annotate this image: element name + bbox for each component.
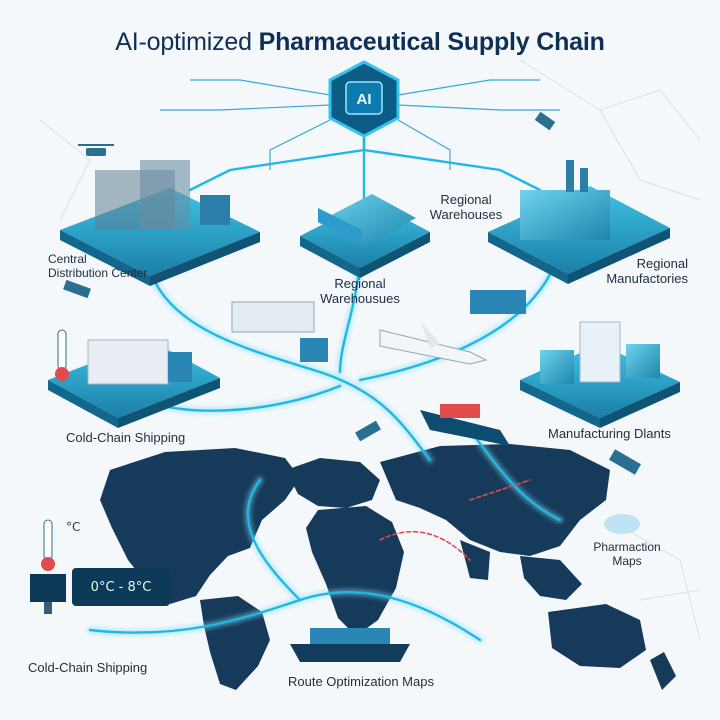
central-dc-label-line2: Distribution Center [48, 266, 147, 280]
pharmacion-maps-label: Pharmaction Maps [582, 540, 672, 568]
pharmacion-maps-line1: Pharmaction [582, 540, 672, 554]
regional-manufactories-label: Regional Manufactories [576, 256, 688, 286]
pharmacion-maps-line2: Maps [582, 554, 672, 568]
truck-icon [232, 302, 314, 332]
central-dc-label: Central Distribution Center [48, 252, 147, 280]
temperature-range-readout: 0°C - 8°C [72, 568, 170, 606]
manufacturing-plants-label: Manufacturing Dlants [548, 426, 671, 441]
regional-warehouses-platform [300, 194, 430, 278]
satellite-icon [609, 449, 641, 474]
regional-warehouses-mid-label: Regional Warehousues [312, 276, 408, 306]
truck-icon [88, 340, 168, 384]
truck-icon [470, 290, 526, 314]
regional-manufactories-line2: Manufactories [576, 271, 688, 286]
thermometer-unit-label: °C [66, 520, 80, 534]
thermometer-icon [55, 330, 69, 381]
satellite-icon [63, 280, 91, 298]
monitor-icon [30, 574, 66, 614]
regional-warehouses-top-line1: Regional [418, 192, 514, 207]
thermometer-icon [41, 520, 55, 571]
factory-icon [520, 190, 610, 240]
cargo-ship-icon [290, 644, 410, 662]
cloud-icon [604, 514, 640, 534]
cold-chain-bottom-label: Cold-Chain Shipping [28, 660, 147, 675]
cold-chain-top-label: Cold-Chain Shipping [66, 430, 185, 445]
hospital-icon [580, 322, 620, 382]
regional-warehouses-mid-line1: Regional [312, 276, 408, 291]
page-title: AI-optimized Pharmaceutical Supply Chain [0, 28, 720, 57]
central-dc-label-line1: Central [48, 252, 147, 266]
title-main: Pharmaceutical Supply Chain [259, 28, 605, 56]
cold-chain-truck-platform [48, 340, 220, 428]
title-prefix: AI-optimized [115, 28, 258, 56]
satellite-icon [535, 112, 555, 131]
regional-warehouses-top-label: Regional Warehouses [418, 192, 514, 222]
regional-warehouses-mid-line2: Warehousues [312, 291, 408, 306]
regional-manufactories-line1: Regional [576, 256, 688, 271]
route-optimization-label: Route Optimization Maps [288, 674, 434, 689]
manufacturing-plants [520, 322, 680, 428]
satellite-icon [355, 421, 381, 442]
regional-warehouses-top-line2: Warehouses [418, 207, 514, 222]
ai-hub-label: AI [348, 92, 380, 107]
